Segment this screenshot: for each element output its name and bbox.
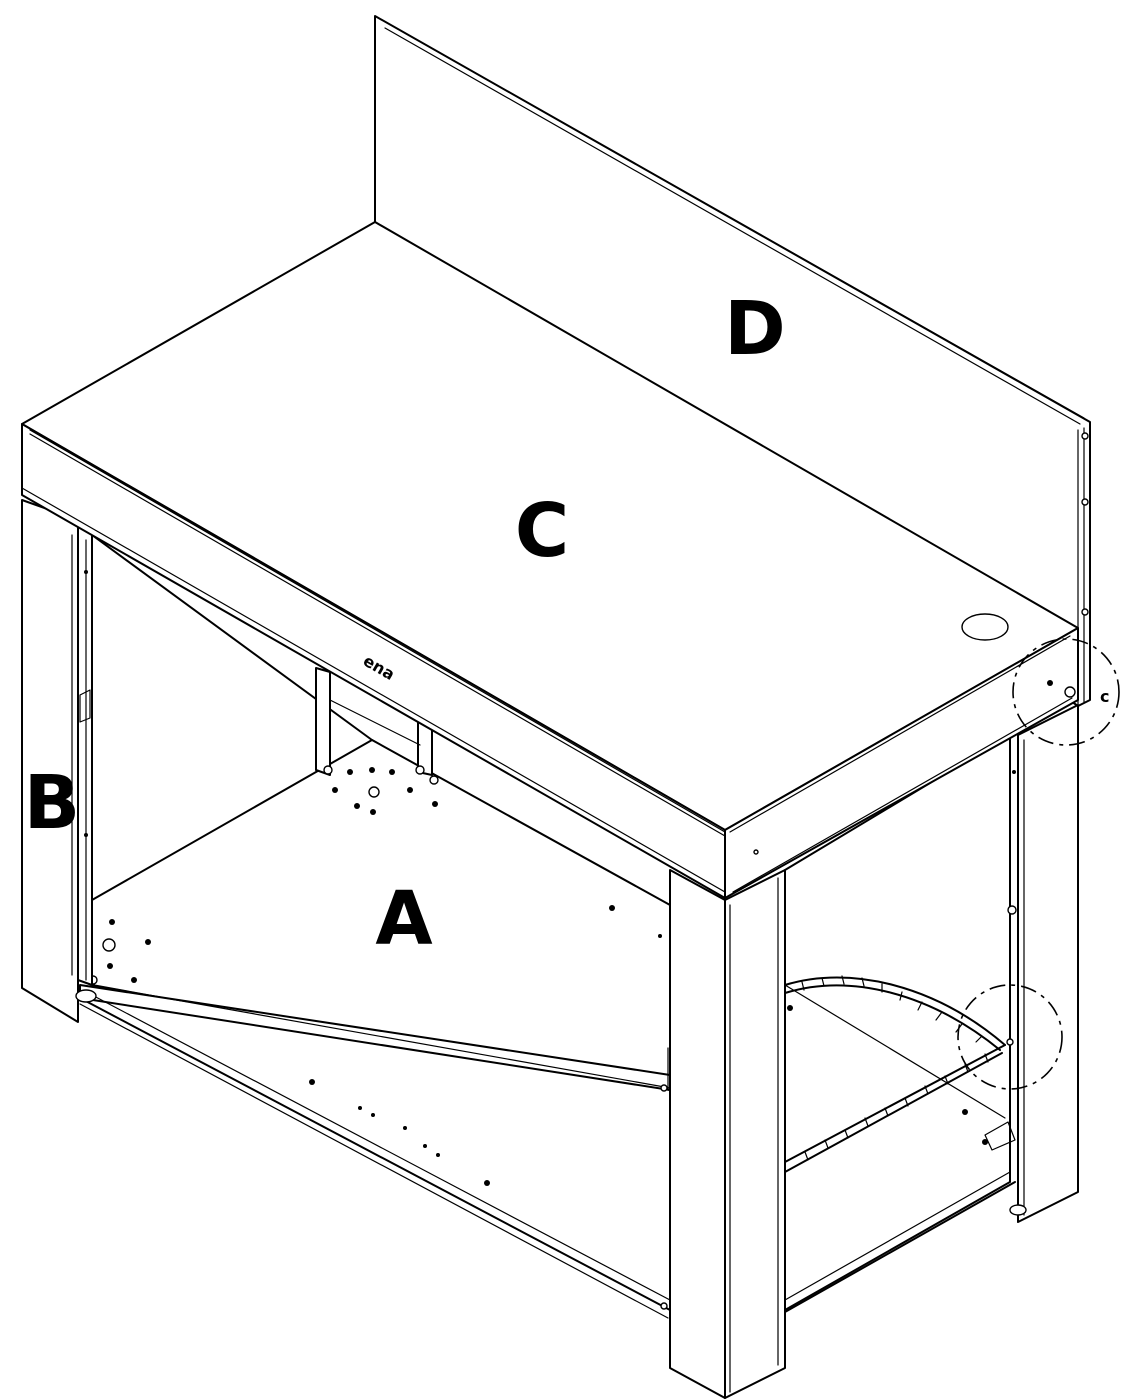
front-right-leg — [667, 869, 786, 1399]
part-label-b: B — [24, 760, 80, 846]
callout-circle-top-corner — [1012, 638, 1120, 746]
carcass-a — [79, 534, 713, 1319]
back-right-leg — [1009, 704, 1079, 1223]
corner-hole-mark: c — [1100, 687, 1109, 706]
part-label-c: C — [515, 488, 569, 574]
cable-chain — [784, 975, 1014, 1173]
worktop-c: c — [21, 221, 1109, 899]
callout-circle-cable-chain — [957, 984, 1063, 1090]
part-label-d: D — [724, 286, 785, 372]
part-label-a: A — [375, 876, 432, 962]
